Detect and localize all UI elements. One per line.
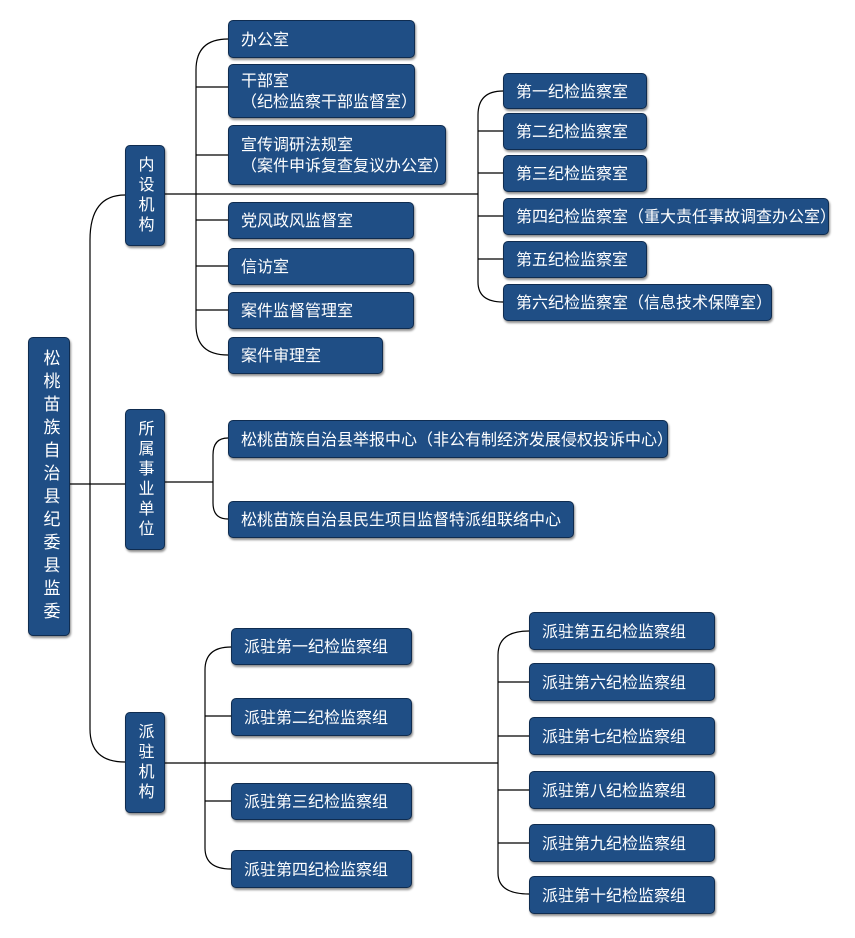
group-node: 派驻第三纪检监察组 xyxy=(231,783,412,820)
branch-affiliated-label: 所属事业单位 xyxy=(135,419,155,540)
office-label: 宣传调研法规室 xyxy=(241,135,354,154)
room-node: 第一纪检监察室 xyxy=(503,73,647,109)
office-label: 党风政风监督室 xyxy=(241,211,354,230)
office-label: 案件审理室 xyxy=(241,346,322,365)
room-label: 第二纪检监察室 xyxy=(516,122,629,141)
office-label: 干部室 xyxy=(241,71,290,90)
unit-node: 松桃苗族自治县举报中心（非公有制经济发展侵权投诉中心） xyxy=(228,420,673,458)
room-label: 第六纪检监察室（信息技术保障室） xyxy=(516,293,773,312)
group-node: 派驻第九纪检监察组 xyxy=(529,824,715,862)
branch-dispatched-label: 派驻机构 xyxy=(135,722,155,803)
room-node: 第三纪检监察室 xyxy=(503,155,647,192)
room-node: 第二纪检监察室 xyxy=(503,113,647,150)
group-label: 派驻第一纪检监察组 xyxy=(244,637,389,656)
office-node: 党风政风监督室 xyxy=(228,202,414,239)
group-label: 派驻第八纪检监察组 xyxy=(542,780,687,800)
office-sublabel: （纪检监察干部监督室） xyxy=(241,92,418,111)
group-node: 派驻第八纪检监察组 xyxy=(529,771,715,809)
room-node: 第五纪检监察室 xyxy=(503,241,647,278)
branch-affiliated: 所属事业单位 xyxy=(125,409,165,550)
group-label: 派驻第五纪检监察组 xyxy=(542,621,687,641)
office-node: 宣传调研法规室 （案件申诉复查复议办公室） xyxy=(228,125,450,185)
branch-internal-label: 内设机构 xyxy=(135,155,155,236)
group-node: 派驻第一纪检监察组 xyxy=(231,628,412,665)
group-label: 派驻第四纪检监察组 xyxy=(244,859,389,879)
unit-label: 松桃苗族自治县民生项目监督特派组联络中心 xyxy=(241,510,562,529)
office-node: 办公室 xyxy=(228,20,415,58)
unit-node: 松桃苗族自治县民生项目监督特派组联络中心 xyxy=(228,501,574,538)
unit-label: 松桃苗族自治县举报中心（非公有制经济发展侵权投诉中心） xyxy=(241,429,674,449)
group-node: 派驻第七纪检监察组 xyxy=(529,717,715,755)
group-node: 派驻第五纪检监察组 xyxy=(529,612,715,650)
room-node: 第六纪检监察室（信息技术保障室） xyxy=(503,284,772,321)
office-sublabel: （案件申诉复查复议办公室） xyxy=(241,156,450,175)
group-label: 派驻第九纪检监察组 xyxy=(542,833,687,853)
office-label: 案件监督管理室 xyxy=(241,301,354,320)
group-node: 派驻第四纪检监察组 xyxy=(231,850,412,888)
room-node: 第四纪检监察室（重大责任事故调查办公室） xyxy=(503,198,836,235)
room-label: 第五纪检监察室 xyxy=(516,250,629,269)
office-label: 信访室 xyxy=(241,257,290,276)
room-label: 第四纪检监察室（重大责任事故调查办公室） xyxy=(516,207,837,226)
branch-dispatched: 派驻机构 xyxy=(125,712,165,813)
root-node: 松桃苗族自治县纪委县监委 xyxy=(28,337,70,636)
office-label: 办公室 xyxy=(241,29,290,49)
office-node: 案件监督管理室 xyxy=(228,292,414,329)
room-label: 第一纪检监察室 xyxy=(516,81,629,101)
root-label: 松桃苗族自治县纪委县监委 xyxy=(39,348,60,625)
group-node: 派驻第六纪检监察组 xyxy=(529,663,715,701)
room-label: 第三纪检监察室 xyxy=(516,164,629,183)
group-node: 派驻第十纪检监察组 xyxy=(529,876,715,914)
office-node: 信访室 xyxy=(228,248,414,285)
branch-internal: 内设机构 xyxy=(125,145,165,246)
office-node: 干部室 （纪检监察干部监督室） xyxy=(228,64,418,118)
group-label: 派驻第七纪检监察组 xyxy=(542,726,687,746)
group-label: 派驻第三纪检监察组 xyxy=(244,792,389,811)
group-label: 派驻第二纪检监察组 xyxy=(244,707,389,727)
office-node: 案件审理室 xyxy=(228,337,383,374)
group-node: 派驻第二纪检监察组 xyxy=(231,698,412,736)
group-label: 派驻第六纪检监察组 xyxy=(542,672,687,692)
group-label: 派驻第十纪检监察组 xyxy=(542,885,687,905)
